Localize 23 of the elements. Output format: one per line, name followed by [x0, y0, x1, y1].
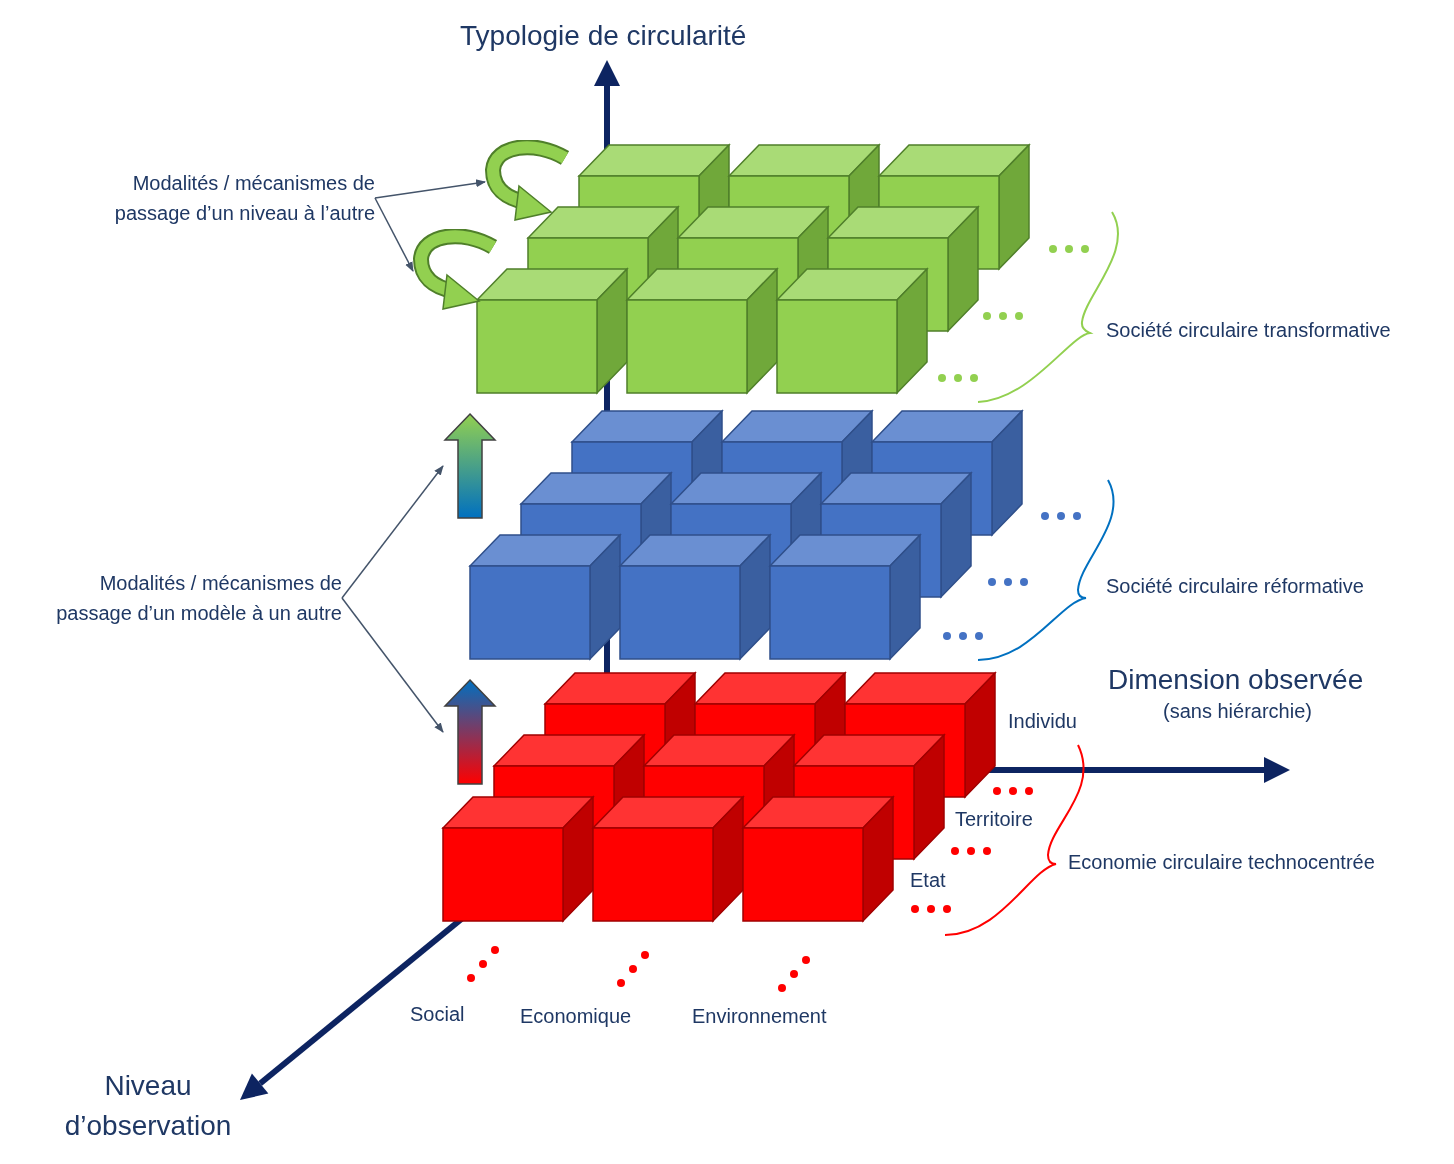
tick-label: Environnement [692, 1004, 827, 1029]
axis-title: Niveau d’observation [63, 1069, 233, 1143]
curved-arrow-icon [485, 140, 569, 224]
leader-arrow [374, 179, 486, 199]
leader-arrow [341, 597, 444, 733]
leader-arrow [374, 197, 414, 272]
axis-subtitle: (sans hiérarchie) [1163, 699, 1312, 724]
up-arrow-icon [443, 412, 497, 520]
tick-label: Social [410, 1002, 465, 1027]
annotation-text: Modalités / mécanismes de passage d’un niveau à l’autre [70, 168, 375, 228]
axis-title: Typologie de circularité [460, 19, 747, 53]
tick-label: Territoire [955, 807, 1033, 832]
tick-label: Individu [1008, 709, 1077, 734]
axis-title: Dimension observée [1108, 663, 1364, 697]
tick-label: Economique [520, 1004, 632, 1029]
tick-label: Etat [910, 868, 946, 893]
layer-label: Economie circulaire technocentrée [1068, 850, 1375, 875]
layer-label: Société circulaire transformative [1106, 318, 1391, 343]
layer-label: Société circulaire réformative [1106, 574, 1364, 599]
curved-arrow-icon [413, 229, 497, 313]
up-arrow-icon [443, 678, 497, 786]
leader-arrow [341, 465, 444, 599]
annotation-text: Modalités / mécanismes de passage d’un modèle à un autre [52, 568, 342, 628]
